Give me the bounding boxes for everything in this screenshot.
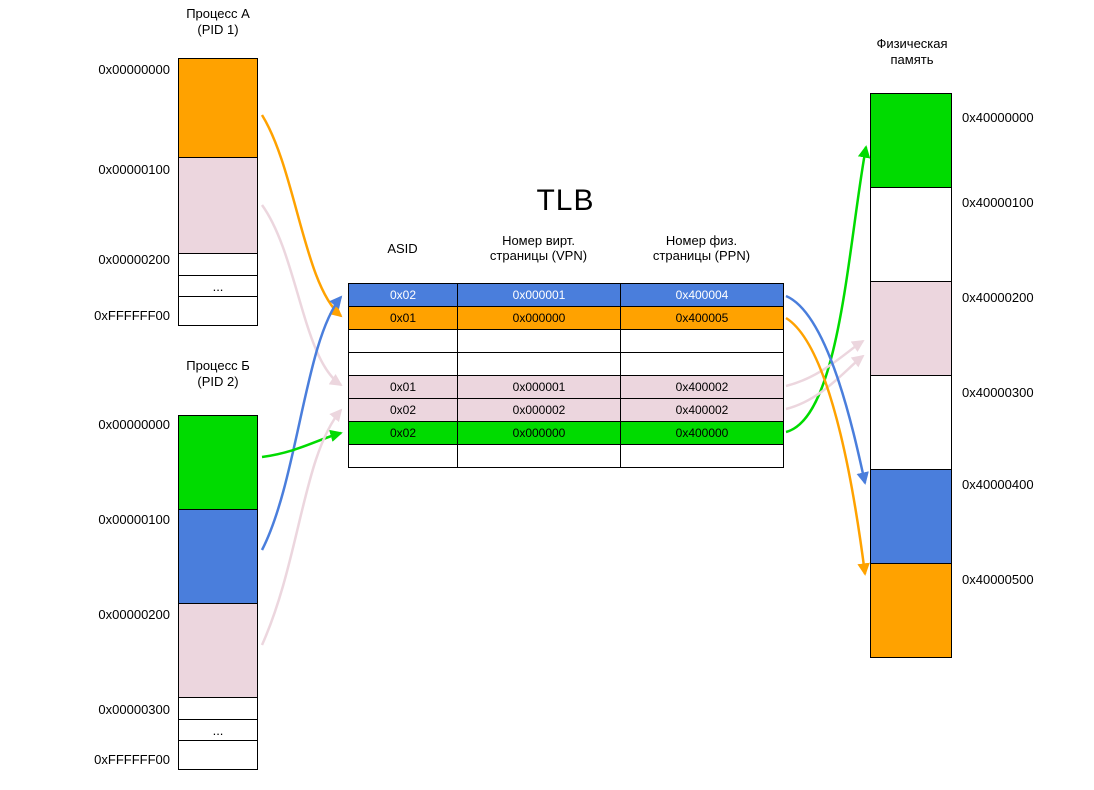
tlb-header-ppn: Номер физ. страницы (PPN) <box>620 230 783 266</box>
tlb-cell-vpn: 0x000001 <box>457 375 621 399</box>
process-b-memory-column: ... <box>178 415 258 770</box>
tlb-table: 0x02 0x000001 0x400004 0x01 0x000000 0x4… <box>348 283 784 468</box>
process-b-addr-4: 0xFFFFFF00 <box>94 752 170 767</box>
arrow-process-b-pink-to-tlb <box>260 408 343 646</box>
tlb-title: TLB <box>536 184 595 217</box>
tlb-cell-ppn <box>620 329 784 353</box>
arrow-process-b-green-to-tlb <box>261 429 343 459</box>
tlb-cell-vpn <box>457 352 621 376</box>
tlb-header-ppn-line1: Номер физ. <box>665 233 738 248</box>
tlb-header-asid: ASID <box>348 230 457 266</box>
physical-memory-title-line1: Физическая <box>876 36 948 51</box>
process-a-title-line1: Процесс А <box>186 6 250 21</box>
process-a-ellipsis-row: ... <box>178 275 258 297</box>
tlb-header-vpn-line2: страницы (VPN) <box>489 248 588 263</box>
phys-block-5 <box>870 563 952 658</box>
tlb-cell-ppn: 0x400000 <box>620 421 784 445</box>
phys-block-2 <box>870 281 952 376</box>
arrow-process-a-orange-to-tlb <box>260 114 343 318</box>
phys-addr-5: 0x40000500 <box>962 572 1034 587</box>
tlb-cell-ppn <box>620 444 784 468</box>
phys-addr-4: 0x40000400 <box>962 477 1034 492</box>
process-a-block-0 <box>178 58 258 158</box>
phys-addr-1: 0x40000100 <box>962 195 1034 210</box>
tlb-cell-asid: 0x02 <box>348 398 458 422</box>
process-a-block-1 <box>178 157 258 254</box>
physical-memory-title: Физическая память <box>855 36 969 68</box>
phys-addr-0: 0x40000000 <box>962 110 1034 125</box>
process-b-ellipsis: ... <box>212 722 224 738</box>
process-b-title-line2: (PID 2) <box>197 374 239 389</box>
process-b-block-1 <box>178 509 258 604</box>
process-b-addr-0: 0x00000000 <box>98 417 170 432</box>
process-a-addr-3: 0xFFFFFF00 <box>94 308 170 323</box>
tlb-cell-asid <box>348 329 458 353</box>
tlb-cell-asid <box>348 352 458 376</box>
tlb-cell-asid: 0x02 <box>348 421 458 445</box>
arrow-process-b-blue-to-tlb <box>260 295 343 551</box>
process-a-title: Процесс А (PID 1) <box>178 6 258 38</box>
process-a-addr-2: 0x00000200 <box>98 252 170 267</box>
process-b-ellipsis-row: ... <box>178 719 258 741</box>
tlb-cell-ppn: 0x400002 <box>620 398 784 422</box>
process-b-title-line1: Процесс Б <box>186 358 250 373</box>
tlb-cell-vpn <box>457 444 621 468</box>
arrow-tlb-pink1-to-phys <box>785 339 865 388</box>
physical-memory-column <box>870 93 952 658</box>
arrow-tlb-blue-to-phys <box>785 294 869 485</box>
process-a-block-4 <box>178 296 258 326</box>
tlb-row-2 <box>348 329 784 353</box>
arrow-tlb-orange-to-phys <box>785 316 870 576</box>
process-a-addr-0: 0x00000000 <box>98 62 170 77</box>
process-a-addr-1: 0x00000100 <box>98 162 170 177</box>
process-b-block-0 <box>178 415 258 510</box>
tlb-cell-vpn: 0x000000 <box>457 306 621 330</box>
phys-block-3 <box>870 375 952 470</box>
physical-memory-title-line2: память <box>890 52 934 67</box>
tlb-header-vpn-line1: Номер вирт. <box>502 233 575 248</box>
tlb-row-1: 0x01 0x000000 0x400005 <box>348 306 784 330</box>
phys-addr-2: 0x40000200 <box>962 290 1034 305</box>
process-b-block-2 <box>178 603 258 698</box>
tlb-cell-vpn: 0x000002 <box>457 398 621 422</box>
tlb-row-4: 0x01 0x000001 0x400002 <box>348 375 784 399</box>
tlb-cell-asid: 0x01 <box>348 375 458 399</box>
tlb-row-7 <box>348 444 784 468</box>
phys-addr-3: 0x40000300 <box>962 385 1034 400</box>
tlb-cell-vpn: 0x000001 <box>457 283 621 307</box>
tlb-header-ppn-line2: страницы (PPN) <box>652 248 751 263</box>
phys-block-0 <box>870 93 952 188</box>
process-a-memory-column: ... <box>178 58 258 326</box>
tlb-row-5: 0x02 0x000002 0x400002 <box>348 398 784 422</box>
tlb-cell-ppn: 0x400002 <box>620 375 784 399</box>
tlb-cell-ppn: 0x400004 <box>620 283 784 307</box>
phys-block-1 <box>870 187 952 282</box>
process-a-ellipsis: ... <box>212 278 224 294</box>
tlb-cell-vpn: 0x000000 <box>457 421 621 445</box>
process-b-addr-1: 0x00000100 <box>98 512 170 527</box>
tlb-row-6: 0x02 0x000000 0x400000 <box>348 421 784 445</box>
tlb-cell-asid: 0x01 <box>348 306 458 330</box>
tlb-cell-ppn: 0x400005 <box>620 306 784 330</box>
process-b-block-5 <box>178 740 258 770</box>
phys-block-4 <box>870 469 952 564</box>
tlb-cell-asid: 0x02 <box>348 283 458 307</box>
arrow-process-a-pink-to-tlb <box>260 204 343 387</box>
tlb-row-0: 0x02 0x000001 0x400004 <box>348 283 784 307</box>
arrow-tlb-green-to-phys <box>785 145 871 434</box>
process-b-addr-2: 0x00000200 <box>98 607 170 622</box>
tlb-cell-ppn <box>620 352 784 376</box>
tlb-cell-asid <box>348 444 458 468</box>
tlb-cell-vpn <box>457 329 621 353</box>
process-a-title-line2: (PID 1) <box>197 22 239 37</box>
tlb-header-vpn: Номер вирт. страницы (VPN) <box>457 230 620 266</box>
process-a-block-2 <box>178 253 258 276</box>
process-b-block-3 <box>178 697 258 720</box>
arrow-tlb-pink2-to-phys <box>785 354 865 411</box>
process-b-addr-3: 0x00000300 <box>98 702 170 717</box>
process-b-title: Процесс Б (PID 2) <box>178 358 258 390</box>
tlb-header-asid-text: ASID <box>387 240 418 256</box>
tlb-row-3 <box>348 352 784 376</box>
